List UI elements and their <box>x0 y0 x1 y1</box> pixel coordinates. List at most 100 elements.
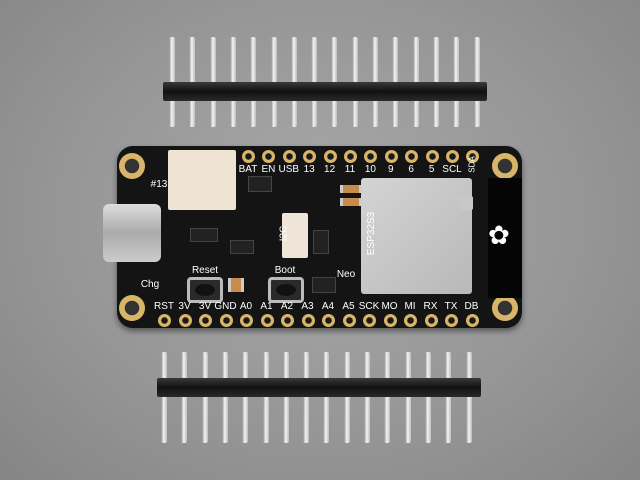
adafruit-flower-star-icon: ✿ <box>488 220 510 250</box>
i2c-label: I2C <box>278 225 290 242</box>
stemma-qt-connector <box>282 213 308 258</box>
chip <box>248 176 272 192</box>
pin-label: 13 <box>303 164 315 175</box>
bottom-header-pin <box>343 352 350 443</box>
pin-pad <box>405 150 419 163</box>
pin-label: SCK <box>358 301 380 312</box>
pin-pad <box>262 150 276 163</box>
boot-label: Boot <box>274 265 296 276</box>
mounting-hole <box>119 153 145 179</box>
pin-pad <box>322 314 335 327</box>
pin-label: MI <box>404 301 416 312</box>
chip <box>312 277 336 293</box>
pin-pad <box>383 314 397 327</box>
pin-label: A2 <box>280 301 294 312</box>
bottom-header-pin <box>262 352 269 443</box>
pin-label: MO <box>381 301 398 312</box>
pin-label: 11 <box>344 164 356 175</box>
bottom-header-pin <box>242 352 249 443</box>
pin-pad <box>446 150 459 163</box>
pin-pad <box>404 314 417 327</box>
pin-pad <box>424 314 438 327</box>
chip <box>313 230 329 254</box>
chip-label: ESP32S3 <box>366 211 378 256</box>
pin-pad <box>158 314 171 327</box>
usb-c-connector <box>103 204 161 262</box>
pin-label: A1 <box>260 301 273 312</box>
pin-pad <box>465 314 479 327</box>
pin-pad <box>344 150 357 163</box>
pin-label: A5 <box>342 301 355 312</box>
neopixel-label: Neo <box>336 269 356 280</box>
pin-label: 9 <box>388 164 394 175</box>
pin-pad <box>342 314 356 327</box>
capacitor <box>340 198 362 206</box>
bottom-header-pin <box>384 352 391 443</box>
pin-pad <box>260 314 274 327</box>
antenna-connector <box>459 196 473 210</box>
reset-button[interactable] <box>187 277 223 303</box>
bottom-header-pin <box>323 352 330 443</box>
pin-label: RST <box>154 301 174 312</box>
bottom-header-pin <box>445 352 452 443</box>
pin-label: USB <box>278 164 300 175</box>
esp32s3-module <box>361 178 472 294</box>
pin-pad <box>301 314 315 327</box>
bottom-header-pin <box>201 352 208 443</box>
pin-label: SDA <box>467 156 477 173</box>
pin-pad <box>282 150 296 163</box>
pin-pad <box>242 150 255 163</box>
pin-label: RX <box>423 301 438 312</box>
boot-button[interactable] <box>268 277 304 303</box>
pin-label: A3 <box>301 301 314 312</box>
mounting-hole <box>492 295 518 321</box>
pin-pad <box>199 314 212 327</box>
pin-pad <box>384 150 398 163</box>
pin-label: EN <box>261 164 276 175</box>
led-label: #13 <box>150 179 168 190</box>
pin-pad <box>281 314 294 327</box>
pin-pad <box>219 314 233 327</box>
antenna-keepout <box>488 178 522 298</box>
pin-label: A0 <box>239 301 253 312</box>
pin-label: DB <box>464 301 479 312</box>
pin-pad <box>178 314 192 327</box>
bottom-header-pin <box>161 352 167 443</box>
capacitor <box>228 278 244 292</box>
reset-label: Reset <box>191 265 219 276</box>
mounting-hole <box>119 295 145 321</box>
capacitor <box>340 185 362 193</box>
pin-pad <box>364 150 378 163</box>
pin-label: GND <box>214 301 237 312</box>
bottom-header-plastic-bar <box>157 378 481 397</box>
pin-label: TX <box>444 301 458 312</box>
pin-pad <box>363 314 376 327</box>
chip <box>190 228 218 242</box>
pin-label: 10 <box>364 164 376 175</box>
top-header-plastic-bar <box>163 82 487 101</box>
pin-label: 12 <box>324 164 336 175</box>
pin-pad <box>323 150 337 163</box>
pin-pad <box>466 150 480 163</box>
mounting-hole <box>492 153 518 179</box>
pin-label: 3V <box>178 301 191 312</box>
pin-pad <box>240 314 253 327</box>
chip <box>230 240 254 254</box>
pin-label: A4 <box>321 301 335 312</box>
pin-label: 3V <box>198 301 212 312</box>
bottom-header-pin <box>465 352 472 443</box>
bottom-header-pin <box>364 352 370 443</box>
pin-pad <box>425 150 439 163</box>
bottom-header-pin <box>181 352 188 443</box>
charge-label: Chg <box>140 279 160 290</box>
pin-label: BAT <box>238 164 258 175</box>
bottom-header-pin <box>303 352 310 443</box>
bottom-header-pin <box>282 352 289 443</box>
pin-label: 6 <box>408 164 414 175</box>
bottom-header-pin <box>221 352 228 443</box>
battery-jst-connector <box>168 150 236 210</box>
pin-label: SCL <box>442 164 462 175</box>
bottom-header-pin <box>404 352 411 443</box>
pin-label: 5 <box>428 164 435 175</box>
pin-pad <box>445 314 458 327</box>
